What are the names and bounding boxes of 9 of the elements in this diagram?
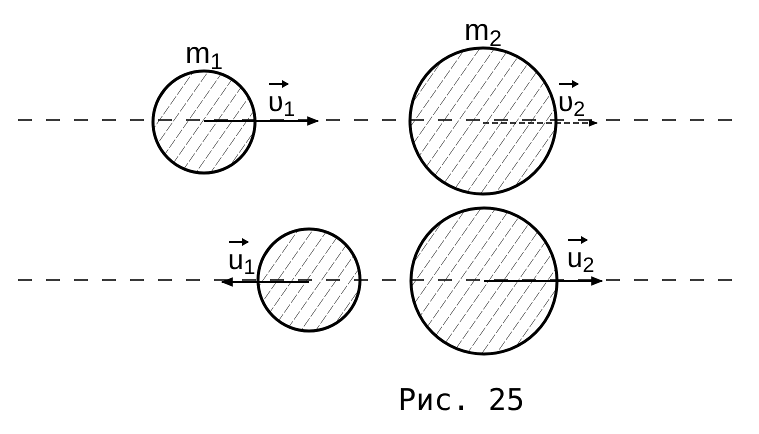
mass-label: m$_{1}$ [185, 39, 223, 69]
velocity-label: υ$_{1}$ [268, 86, 295, 117]
velocity-label: u$_{1}$ [228, 244, 256, 275]
ball [256, 227, 362, 333]
ball [409, 206, 559, 356]
velocity-label: u$_{2}$ [567, 242, 594, 273]
mass-label: m$_{2}$ [464, 16, 502, 46]
velocity-label: υ$_{2}$ [558, 86, 585, 117]
figure-caption: Рис. 25 [398, 386, 524, 416]
